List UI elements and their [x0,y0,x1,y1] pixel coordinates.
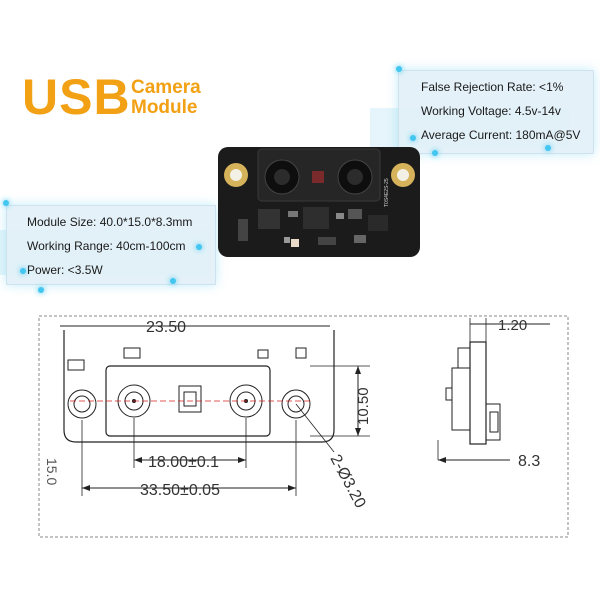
sparkle-icon [432,150,438,156]
sparkle-icon [170,278,176,284]
technical-drawing: 23.50 10.50 18.00±0.1 33.50±0.05 2-Ø3.20… [38,315,569,538]
dim-outer: 33.50±0.05 [140,482,220,499]
sparkle-icon [545,145,551,151]
spec-panel-left: Module Size: 40.0*15.0*8.3mm Working Ran… [6,205,216,285]
board-label: T0S4E2S-25 [384,178,390,207]
title-subtitle: Camera Module [131,78,201,118]
spec-false-rejection: False Rejection Rate: <1% [421,80,564,94]
dim-side-top: 1.20 [498,317,527,334]
dim-top: 23.50 [146,319,186,336]
title-usb: USB [22,69,131,125]
spec-working-range: Working Range: 40cm-100cm [27,239,186,253]
sparkle-icon [196,244,202,250]
sparkle-icon [396,66,402,72]
sparkle-icon [3,200,9,206]
sparkle-icon [20,268,26,274]
sparkle-icon [410,135,416,141]
dim-side: 8.3 [518,453,540,470]
dim-height: 10.50 [355,387,372,425]
title-camera: Camera [131,77,201,98]
dim-inner: 18.00±0.1 [148,454,219,471]
sparkle-icon [38,287,44,293]
title-module: Module [131,97,198,118]
spec-panel-right: False Rejection Rate: <1% Working Voltag… [398,70,594,154]
dim-left-partial: 15.0 [44,458,60,485]
spec-power: Power: <3.5W [27,263,103,277]
spec-average-current: Average Current: 180mA@5V [421,128,581,142]
camera-board: T0S4E2S-25 [218,147,420,257]
spec-working-voltage: Working Voltage: 4.5v-14v [421,104,561,118]
dim-hole: 2-Ø3.20 [326,452,368,511]
spec-module-size: Module Size: 40.0*15.0*8.3mm [27,215,193,229]
